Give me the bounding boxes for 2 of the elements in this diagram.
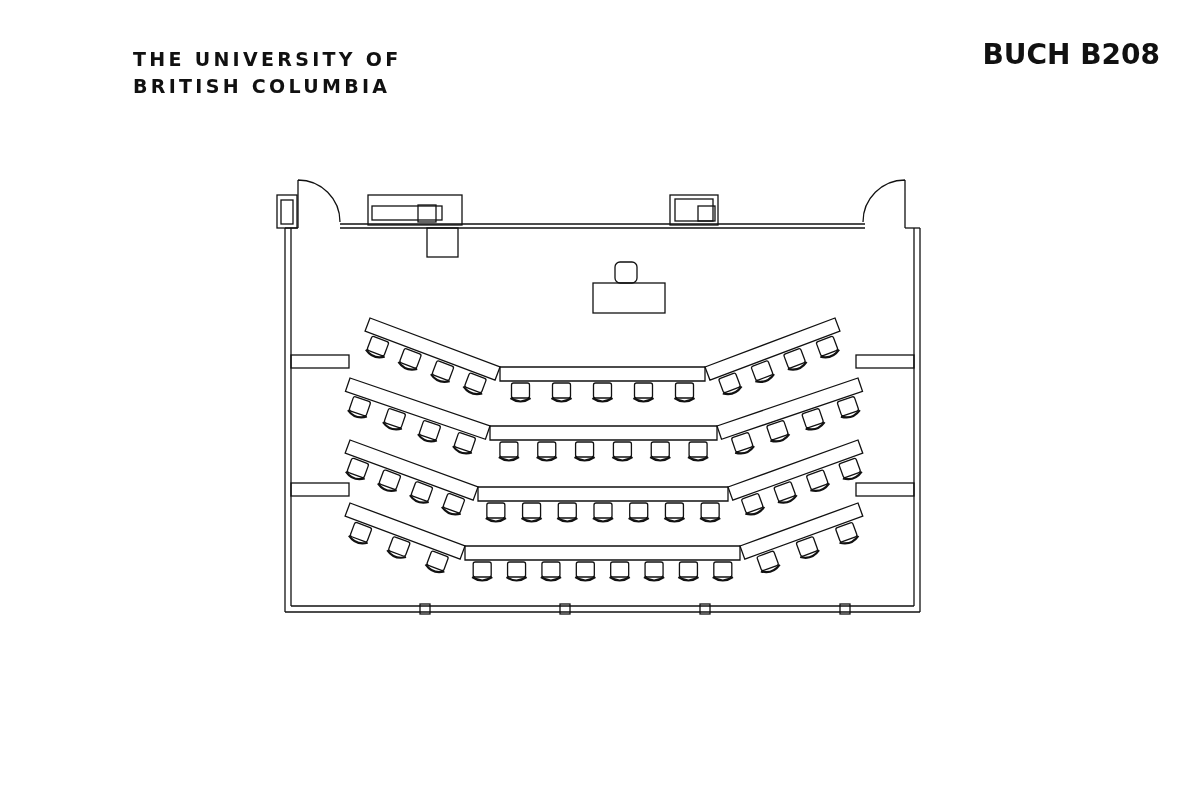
university-name: THE UNIVERSITY OF BRITISH COLUMBIA (133, 47, 403, 99)
room-title: BUCH B208 (982, 38, 1160, 71)
